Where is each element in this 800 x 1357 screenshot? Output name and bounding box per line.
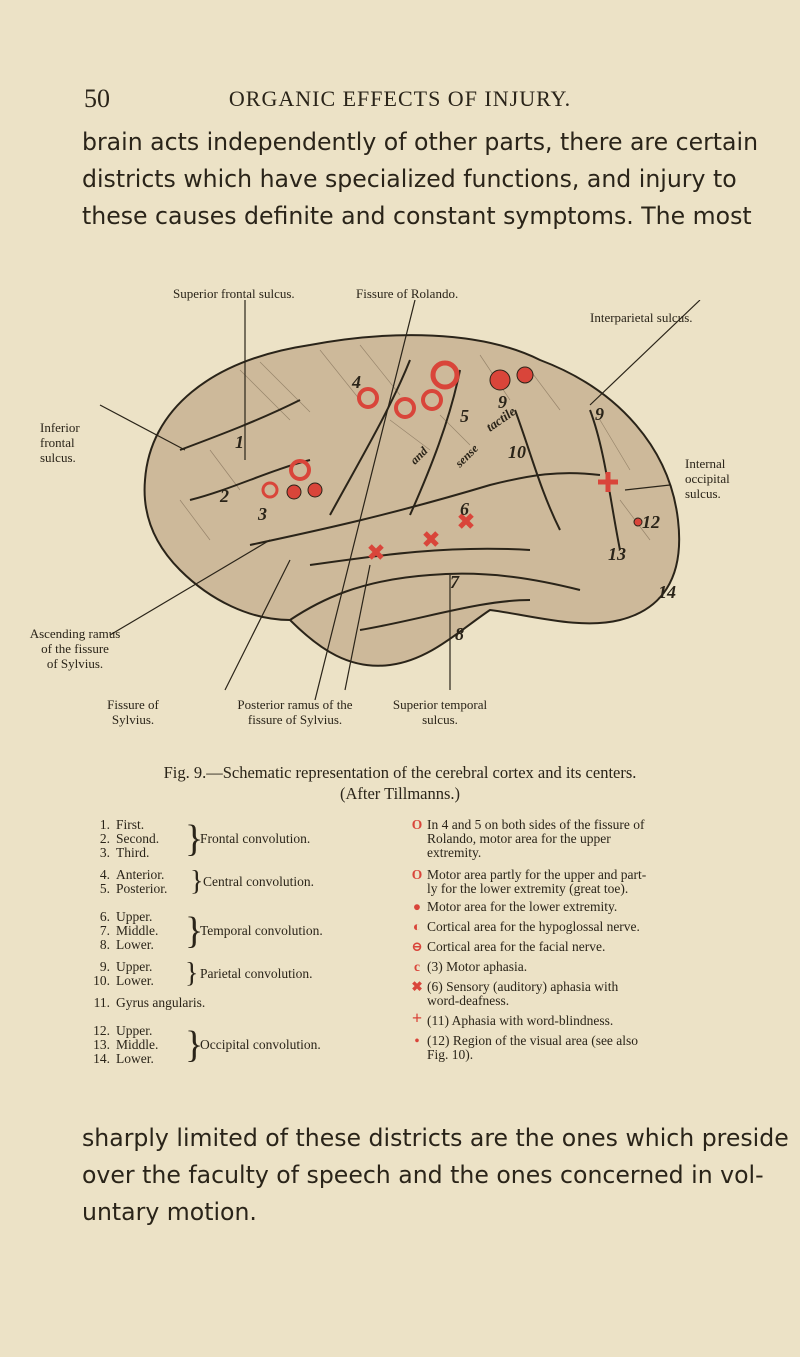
legend-item: 11.Gyrus angularis. [93,995,206,1010]
brace: } [185,818,204,860]
num-14: 14 [658,582,676,602]
running-head: ORGANIC EFFECTS OF INJURY. [228,86,572,111]
motor-markers [261,360,643,527]
brain-diagram: 1 2 3 4 5 6 7 8 9 9 10 12 13 14 tactile … [99,299,701,701]
legend-item: 1.First. [99,817,145,832]
filled-dot-icon: ● [412,899,422,914]
legend-item: 6.Upper. [99,909,153,924]
leader-lines [99,299,701,701]
num-9b: 9 [595,404,604,424]
brace: } [190,866,204,897]
closing-line: over the faculty of speech and the ones … [82,1161,764,1189]
closing-paragraph: sharply limited of these districts are t… [82,1120,789,1231]
half-circle-icon: ◐ [412,919,422,934]
label-fissure-of-rolando: Fissure of Rolando. [356,286,459,301]
small-dot-icon: • [414,1033,420,1048]
legend-item: 3.Third. [99,845,150,860]
barred-circle-icon: ⊖ [411,939,423,954]
num-8: 8 [455,624,464,644]
legend-item: 14.Lower. [93,1051,154,1066]
legend-group-parietal: Parietal convolution. [200,966,313,981]
closing-line: untary motion. [82,1198,257,1226]
legend-item: 5.Posterior. [99,881,168,896]
aphasia-crosses [368,472,618,560]
cross-x-icon: ✖ [411,979,423,994]
intro-paragraph: brain acts independently of other parts,… [82,124,759,235]
brace: } [185,910,204,952]
legend-item: 12.Upper. [93,1023,153,1038]
legend-item: 2.Second. [99,831,160,846]
label-ascending-ramus: Ascending ramus of the fissure of Sylviu… [29,626,121,671]
brace: } [185,1024,204,1066]
intro-line: brain acts independently of other parts,… [82,128,759,156]
label-superior-frontal-sulcus: Superior frontal sulcus. [173,286,295,301]
brain-figure: 1 2 3 4 5 6 7 8 9 9 10 12 13 14 tactile … [30,286,740,740]
label-posterior-ramus: Posterior ramus of the fissure of Sylviu… [237,697,353,727]
num-13: 13 [608,544,626,564]
open-c-icon: c [414,959,420,974]
num-12: 12 [642,512,660,532]
label-interparietal-sulcus: Interparietal sulcus. [590,310,693,325]
legend-group-temporal: Temporal convolution. [200,923,323,938]
label-inferior-frontal-sulcus: Inferior frontal sulcus. [40,420,80,465]
legend-item: 8.Lower. [99,937,154,952]
intro-line: these causes definite and constant sympt… [82,202,752,230]
legend-item: 13.Middle. [93,1037,159,1052]
legend-item: 10.Lower. [93,973,154,988]
closing-line: sharply limited of these districts are t… [82,1124,789,1152]
legend-item: 7.Middle. [99,923,159,938]
num-7: 7 [450,572,460,592]
intro-line: districts which have specialized functio… [82,165,737,193]
page-number: 50 [84,84,110,113]
num-1: 1 [235,432,244,452]
label-internal-occipital-sulcus: Internal occipital sulcus. [685,456,730,501]
label-fissure-of-sylvius: Fissure of Sylvius. [107,697,159,727]
temporal-lobe [289,572,581,621]
label-superior-temporal-sulcus: Superior temporal sulcus. [392,697,488,727]
figure-caption: Fig. 9.—Schematic representation of the … [163,763,637,782]
legend-item: 9.Upper. [99,959,153,974]
legend-item: 4.Anterior. [99,867,165,882]
ring-marker-icon: O [411,817,423,832]
legend-group-central: Central convolution. [203,874,314,889]
num-2: 2 [219,486,229,506]
num-10: 10 [508,442,526,462]
num-4: 4 [351,372,361,392]
num-3: 3 [257,504,267,524]
brace: } [185,958,199,989]
legend-group-frontal: Frontal convolution. [200,831,311,846]
legend-group-occipital: Occipital convolution. [200,1037,321,1052]
thick-ring-icon: O [411,867,423,882]
num-6: 6 [460,499,469,519]
figure-caption-credit: (After Tillmanns.) [339,784,461,803]
num-9a: 9 [498,392,507,412]
num-5: 5 [460,406,469,426]
plus-icon: + [411,1008,423,1028]
